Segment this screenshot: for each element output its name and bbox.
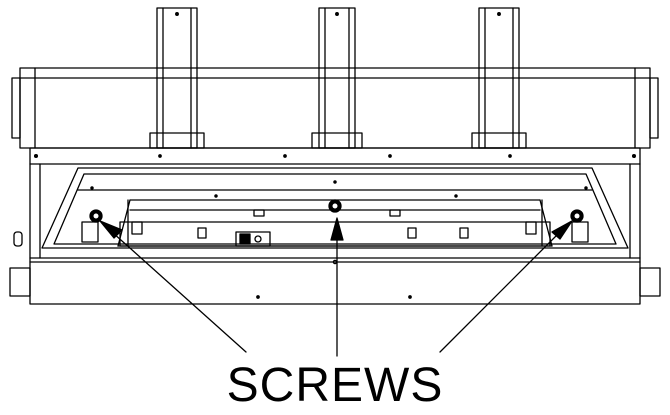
leader-arrow-left xyxy=(99,220,247,353)
screw-right xyxy=(570,209,584,223)
screws-label: SCREWS xyxy=(226,359,444,412)
inner-tray xyxy=(41,167,629,249)
top-hood xyxy=(11,67,659,149)
screw-left xyxy=(89,209,103,223)
leader-arrow-right xyxy=(439,220,573,353)
firebox-frame xyxy=(9,147,661,305)
screw-center xyxy=(328,199,342,213)
leader-arrow-center xyxy=(330,217,344,357)
